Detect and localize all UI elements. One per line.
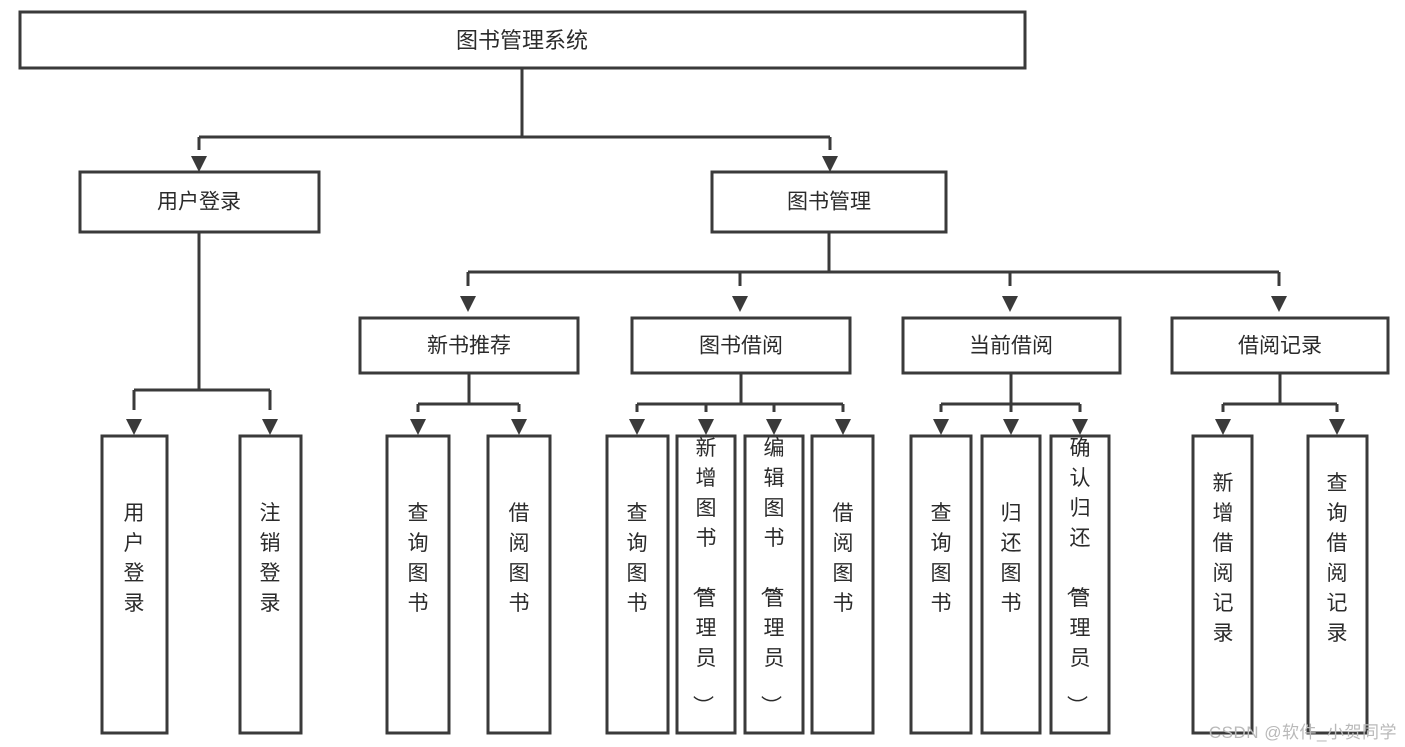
node-leaf-query-book-3[interactable]: 查询图书 <box>909 434 973 735</box>
node-leaf-borrow-book-1-label: 借阅图书 <box>509 502 530 615</box>
csdn-watermark: CSDN @软件_小贺同学 <box>1208 723 1397 742</box>
node-current-borrow[interactable]: 当前借阅 <box>901 316 1122 375</box>
node-leaf-borrow-book-1[interactable]: 借阅图书 <box>486 434 552 735</box>
node-book-borrow[interactable]: 图书借阅 <box>630 316 852 375</box>
node-leaf-query-record-rect[interactable] <box>1306 434 1369 735</box>
node-leaf-add-book-rect[interactable] <box>675 434 737 735</box>
node-leaf-borrow-book-2-rect[interactable] <box>810 434 875 735</box>
arrow-to-leaf-query-record <box>1329 419 1345 435</box>
node-book-manage-label: 图书管理 <box>787 191 871 214</box>
node-current-borrow-rect[interactable] <box>901 316 1122 375</box>
node-leaf-add-book[interactable]: 新增图书（管理员） <box>675 434 737 735</box>
node-leaf-add-record[interactable]: 新增借阅记录 <box>1191 434 1254 735</box>
node-leaf-user-logout-rect[interactable] <box>238 434 303 735</box>
node-leaf-return-book-rect[interactable] <box>980 434 1042 735</box>
arrow-to-leaf-add-record <box>1215 419 1231 435</box>
arrow-to-current-borrow <box>1002 296 1018 312</box>
node-leaf-edit-book-rect[interactable] <box>743 434 805 735</box>
arrow-to-leaf-edit-book <box>766 419 782 435</box>
node-leaf-add-record-rect[interactable] <box>1191 434 1254 735</box>
node-leaf-add-record-label: 新增借阅记录 <box>1213 472 1234 645</box>
node-leaf-edit-book[interactable]: 编辑图书（管理员） <box>743 434 805 735</box>
node-borrow-record-label: 借阅记录 <box>1238 335 1322 358</box>
node-leaf-query-book-1-label: 查询图书 <box>408 502 429 615</box>
arrow-to-leaf-borrow-book-1 <box>511 419 527 435</box>
node-leaf-query-record-label: 查询借阅记录 <box>1327 472 1348 645</box>
connector-user-login-to-leaves <box>126 232 278 435</box>
node-leaf-user-login[interactable]: 用户登录 <box>100 434 169 735</box>
connector-root-to-level2 <box>191 68 838 172</box>
node-user-login[interactable]: 用户登录 <box>78 170 321 234</box>
node-user-login-rect[interactable] <box>78 170 321 234</box>
arrow-to-leaf-query-book-2 <box>629 419 645 435</box>
node-leaf-query-book-2-label: 查询图书 <box>627 502 648 615</box>
connector-book-manage-to-level3 <box>460 232 1287 312</box>
node-leaf-query-book-3-rect[interactable] <box>909 434 973 735</box>
node-book-borrow-label: 图书借阅 <box>699 335 783 358</box>
node-new-book-recommend-rect[interactable] <box>358 316 580 375</box>
node-book-manage[interactable]: 图书管理 <box>710 170 948 234</box>
node-leaf-confirm-return[interactable]: 确认归还（管理员） <box>1049 434 1111 735</box>
arrow-to-borrow-record <box>1271 296 1287 312</box>
node-leaf-return-book-label: 归还图书 <box>1001 502 1022 615</box>
arrow-to-new-book-recommend <box>460 296 476 312</box>
arrow-to-leaf-query-book-1 <box>410 419 426 435</box>
connector-new-book-recommend-to-leaves <box>410 373 527 435</box>
arrow-to-book-manage <box>822 156 838 172</box>
node-leaf-borrow-book-2[interactable]: 借阅图书 <box>810 434 875 735</box>
node-root[interactable]: 图书管理系统 <box>18 10 1027 70</box>
node-root-rect[interactable] <box>18 10 1027 70</box>
node-leaf-user-login-label: 用户登录 <box>124 502 145 615</box>
node-leaf-user-logout-label: 注销登录 <box>260 502 281 615</box>
node-current-borrow-label: 当前借阅 <box>969 335 1053 358</box>
connector-current-borrow-to-leaves <box>933 373 1088 435</box>
node-leaf-edit-book-label: 编辑图书（管理员） <box>759 437 785 716</box>
node-leaf-query-record[interactable]: 查询借阅记录 <box>1306 434 1369 735</box>
node-leaf-query-book-1[interactable]: 查询图书 <box>385 434 451 735</box>
arrow-to-leaf-add-book <box>698 419 714 435</box>
node-leaf-query-book-2[interactable]: 查询图书 <box>605 434 670 735</box>
node-new-book-recommend[interactable]: 新书推荐 <box>358 316 580 375</box>
node-leaf-borrow-book-1-rect[interactable] <box>486 434 552 735</box>
node-borrow-record[interactable]: 借阅记录 <box>1170 316 1390 375</box>
arrow-to-leaf-borrow-book-2 <box>835 419 851 435</box>
node-leaf-add-book-label: 新增图书（管理员） <box>691 437 717 716</box>
connector-borrow-record-to-leaves <box>1215 373 1345 435</box>
arrow-to-leaf-confirm-return <box>1072 419 1088 435</box>
node-new-book-recommend-label: 新书推荐 <box>427 335 511 358</box>
arrow-to-leaf-user-login <box>126 419 142 435</box>
node-user-login-label: 用户登录 <box>157 191 241 214</box>
node-leaf-query-book-2-rect[interactable] <box>605 434 670 735</box>
arrow-to-leaf-return-book <box>1003 419 1019 435</box>
node-root-label: 图书管理系统 <box>456 28 588 53</box>
node-leaf-borrow-book-2-label: 借阅图书 <box>833 502 854 615</box>
node-leaf-query-book-3-label: 查询图书 <box>931 502 952 615</box>
arrow-to-user-login <box>191 156 207 172</box>
node-leaf-user-login-rect[interactable] <box>100 434 169 735</box>
arrow-to-leaf-query-book-3 <box>933 419 949 435</box>
arrow-to-book-borrow <box>732 296 748 312</box>
arrow-to-leaf-user-logout <box>262 419 278 435</box>
node-leaf-return-book[interactable]: 归还图书 <box>980 434 1042 735</box>
node-leaf-user-logout[interactable]: 注销登录 <box>238 434 303 735</box>
node-leaf-confirm-return-label: 确认归还（管理员） <box>1065 437 1091 716</box>
node-leaf-confirm-return-rect[interactable] <box>1049 434 1111 735</box>
node-leaf-query-book-1-rect[interactable] <box>385 434 451 735</box>
connector-book-borrow-to-leaves <box>629 373 851 435</box>
